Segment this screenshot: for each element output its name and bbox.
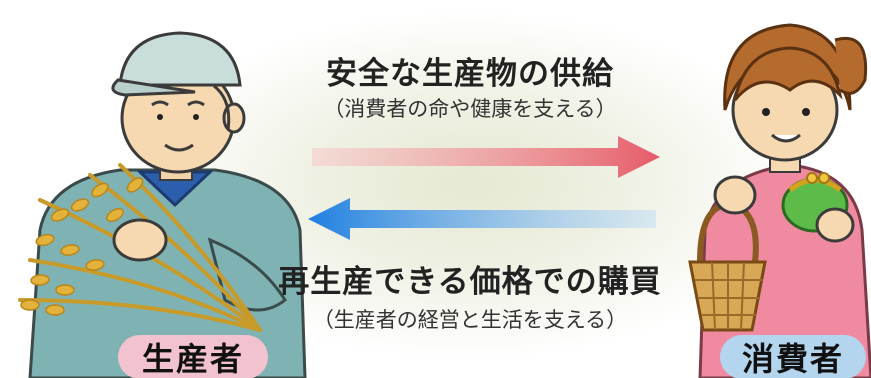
supply-subtitle: （消費者の命や健康を支える） xyxy=(323,97,617,121)
supply-title: 安全な生産物の供給 xyxy=(326,56,614,92)
purchase-subtitle: （生産者の経営と生活を支える） xyxy=(312,308,628,332)
producer-label: 生産者 xyxy=(118,335,268,378)
consumer-label: 消費者 xyxy=(720,335,866,378)
purchase-title: 再生産できる価格での購買 xyxy=(278,264,662,300)
